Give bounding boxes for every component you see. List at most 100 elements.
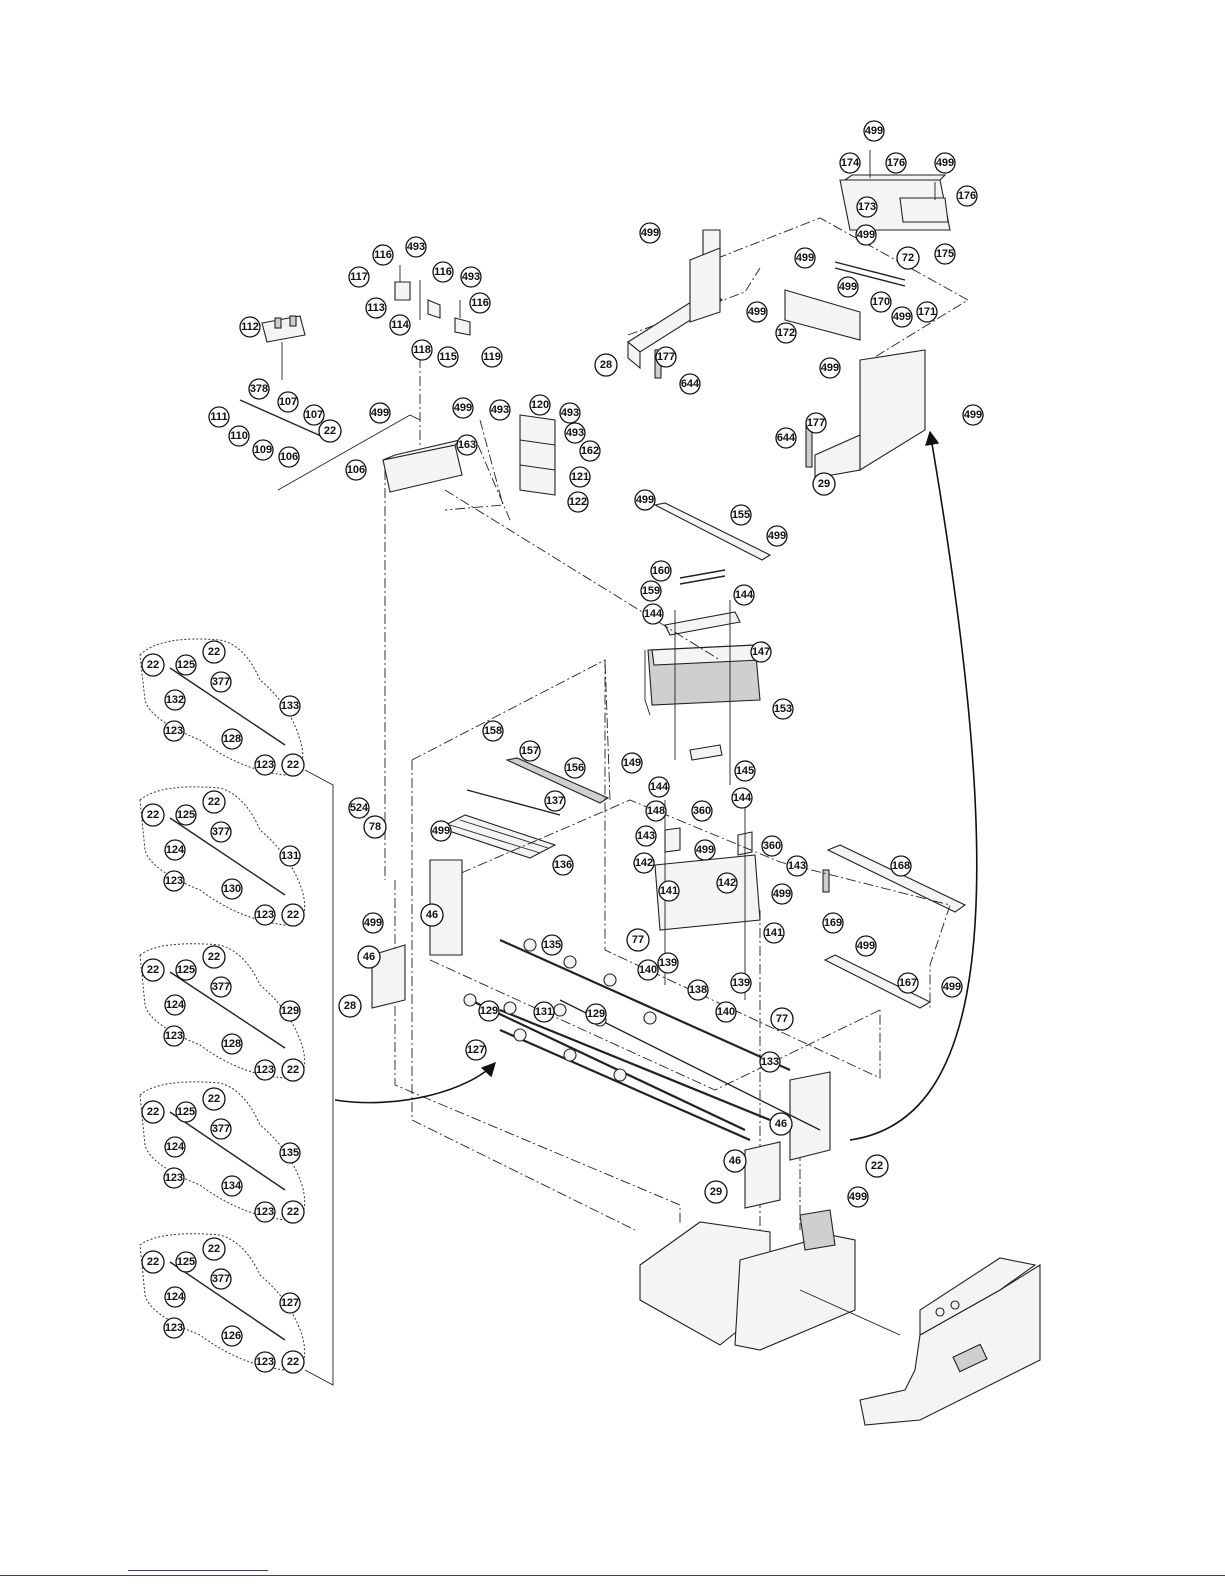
callout-29: 29: [812, 472, 836, 496]
callout-123: 123: [254, 1351, 276, 1373]
svg-text:159: 159: [642, 585, 660, 597]
svg-text:360: 360: [763, 840, 781, 852]
callout-46: 46: [420, 903, 444, 927]
assembly-arrow-left: [334, 1061, 496, 1104]
callout-499: 499: [891, 306, 913, 328]
callout-123: 123: [254, 754, 276, 776]
callout-22: 22: [281, 1200, 305, 1224]
callout-143: 143: [635, 825, 657, 847]
callout-125: 125: [175, 804, 197, 826]
callout-499: 499: [694, 839, 716, 861]
svg-text:128: 128: [223, 1038, 241, 1050]
callout-171: 171: [916, 301, 938, 323]
svg-text:135: 135: [543, 939, 561, 951]
side-plate-29-mid: [744, 1141, 781, 1209]
svg-text:139: 139: [659, 957, 677, 969]
svg-text:136: 136: [554, 859, 572, 871]
svg-text:499: 499: [964, 409, 982, 421]
printer-exterior: [859, 1264, 1041, 1426]
svg-text:121: 121: [571, 471, 589, 483]
callout-499: 499: [962, 404, 984, 426]
svg-text:127: 127: [281, 1297, 299, 1309]
callout-499: 499: [771, 883, 793, 905]
callout-139: 139: [657, 952, 679, 974]
svg-text:28: 28: [344, 1000, 356, 1012]
callout-121: 121: [569, 466, 591, 488]
callout-133: 133: [279, 695, 301, 717]
callout-46: 46: [723, 1149, 747, 1173]
svg-text:125: 125: [177, 809, 195, 821]
plate-155: [653, 502, 772, 561]
svg-text:499: 499: [768, 530, 786, 542]
svg-text:72: 72: [902, 252, 914, 264]
callout-143: 143: [786, 855, 808, 877]
callout-118: 118: [411, 339, 433, 361]
svg-text:22: 22: [147, 809, 159, 821]
svg-text:106: 106: [280, 451, 298, 463]
svg-text:129: 129: [480, 1005, 498, 1017]
svg-text:143: 143: [788, 860, 806, 872]
callout-116: 116: [372, 244, 394, 266]
callout-360: 360: [691, 800, 713, 822]
callout-176: 176: [956, 185, 978, 207]
svg-text:123: 123: [165, 1322, 183, 1334]
svg-text:77: 77: [776, 1013, 788, 1025]
callout-145: 145: [734, 760, 756, 782]
callout-493: 493: [405, 236, 427, 258]
svg-text:144: 144: [735, 589, 754, 601]
callout-123: 123: [254, 1201, 276, 1223]
footer-rule: [0, 1575, 1225, 1576]
guide-168: [826, 844, 967, 913]
callout-77: 77: [770, 1007, 794, 1031]
svg-text:149: 149: [623, 757, 641, 769]
svg-text:499: 499: [849, 1191, 867, 1203]
svg-text:22: 22: [287, 1064, 299, 1076]
svg-text:176: 176: [887, 157, 905, 169]
svg-text:125: 125: [177, 659, 195, 671]
main-frame: [371, 470, 951, 1231]
svg-text:124: 124: [166, 999, 185, 1011]
callout-135: 135: [279, 1142, 301, 1164]
callout-123: 123: [163, 870, 185, 892]
svg-text:158: 158: [484, 725, 502, 737]
callout-377: 377: [210, 1118, 232, 1140]
top-left-parts: [239, 265, 556, 521]
callout-170: 170: [870, 291, 892, 313]
base-unit: [639, 1209, 1041, 1426]
svg-text:499: 499: [748, 306, 766, 318]
callout-22: 22: [202, 1237, 226, 1261]
callout-119: 119: [481, 346, 503, 368]
svg-text:131: 131: [281, 850, 299, 862]
callout-157: 157: [519, 740, 541, 762]
callout-124: 124: [164, 1286, 186, 1308]
svg-text:493: 493: [491, 404, 509, 416]
svg-text:116: 116: [374, 249, 392, 261]
svg-text:174: 174: [841, 157, 860, 169]
callout-644: 644: [679, 373, 701, 395]
callout-106: 106: [278, 446, 300, 468]
svg-text:524: 524: [350, 802, 369, 814]
svg-text:377: 377: [212, 1273, 230, 1285]
callout-123: 123: [163, 1025, 185, 1047]
svg-text:499: 499: [696, 844, 714, 856]
callout-141: 141: [658, 880, 680, 902]
bracket-175: [899, 197, 949, 223]
svg-text:499: 499: [865, 125, 883, 137]
svg-text:144: 144: [733, 792, 752, 804]
svg-text:147: 147: [752, 646, 770, 658]
callout-174: 174: [839, 152, 861, 174]
svg-text:141: 141: [660, 885, 678, 897]
svg-text:111: 111: [210, 411, 227, 423]
callout-128: 128: [221, 1033, 243, 1055]
callout-153: 153: [772, 698, 794, 720]
callout-22: 22: [141, 653, 165, 677]
svg-text:114: 114: [391, 319, 410, 331]
callout-144: 144: [648, 776, 670, 798]
svg-text:139: 139: [732, 977, 750, 989]
callout-139: 139: [730, 972, 752, 994]
callout-499: 499: [941, 976, 963, 998]
svg-text:129: 129: [587, 1008, 605, 1020]
callout-163: 163: [456, 434, 478, 456]
footer-link-underline[interactable]: [128, 1570, 268, 1571]
